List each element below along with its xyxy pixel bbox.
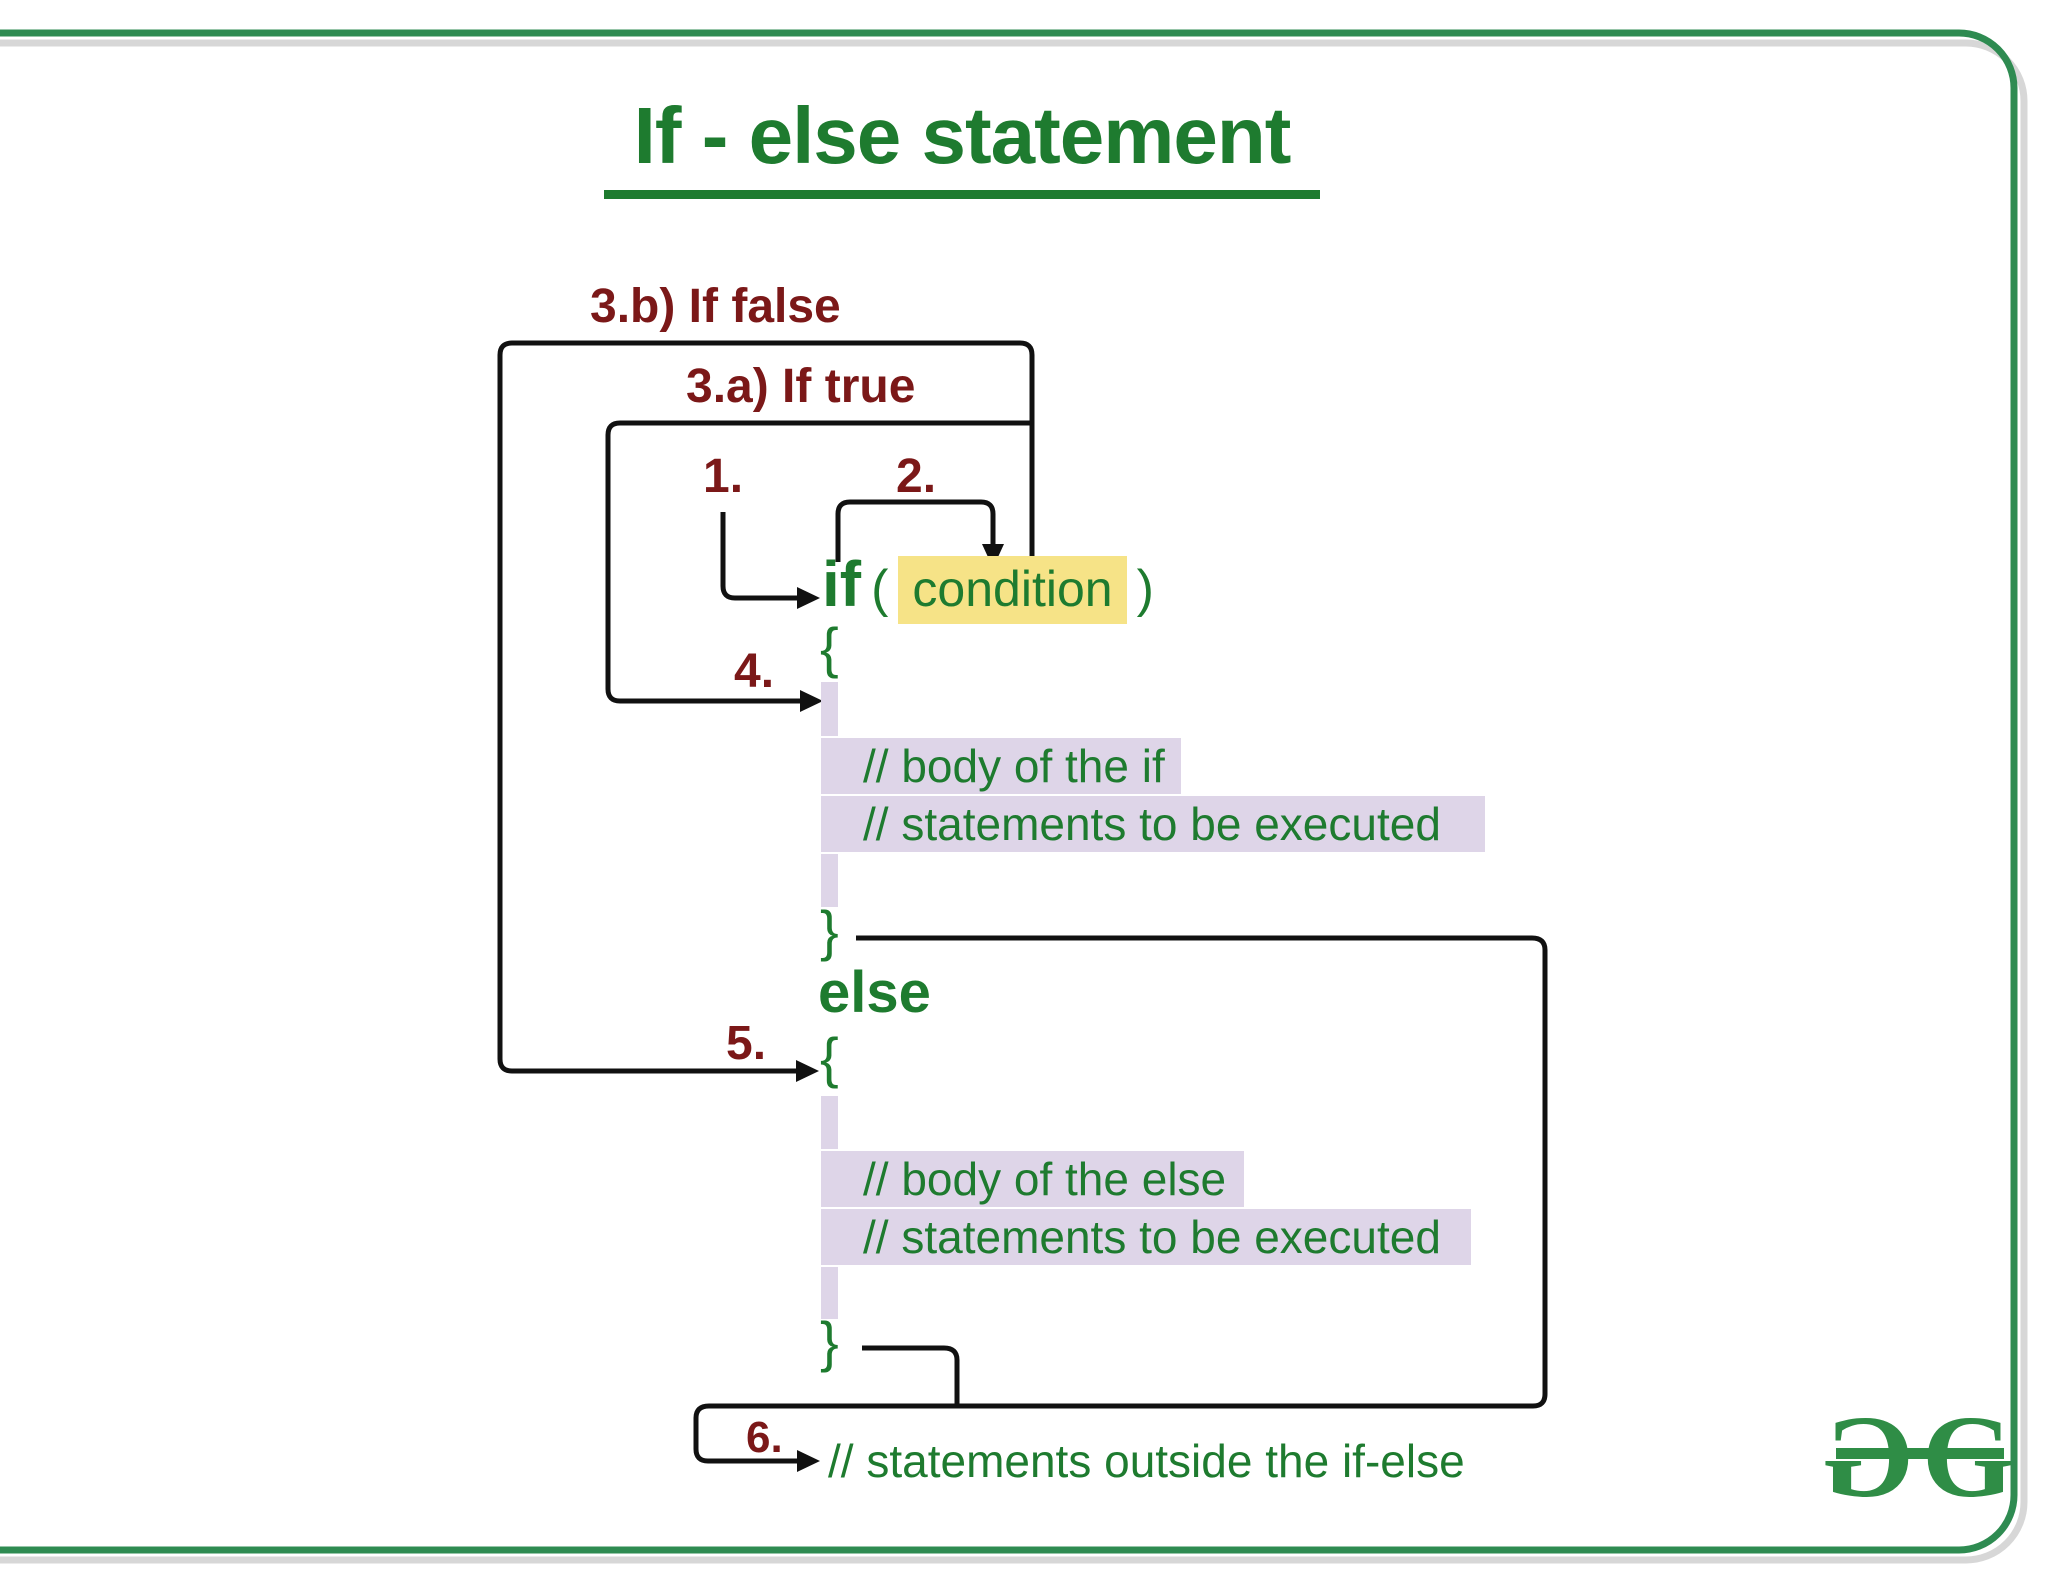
logo-bar [1836,1448,2004,1459]
arrowhead-step6 [797,1450,820,1472]
if-empty-line-highlight-2 [821,854,838,907]
else-keyword: else [818,960,931,1025]
else-close-brace: } [820,1310,839,1373]
if-body-comment: // body of the if [821,738,1181,794]
if-empty-line-highlight [821,682,838,736]
arrowhead-step5 [796,1060,819,1082]
connector-step2 [835,499,996,562]
if-open-brace: { [820,616,839,679]
if-close-brace: } [820,899,839,962]
condition-highlight: condition [898,556,1127,624]
else-empty-line-highlight-2 [821,1267,838,1319]
code-if-condition-line: if ( condition ) [822,552,1164,624]
paren-close: ) [1136,560,1154,618]
label-step-3b-if-false: 3.b) If false [590,280,841,333]
label-step-1: 1. [703,450,744,503]
outside-statements-comment: // statements outside the if-else [828,1435,1465,1487]
if-statements-comment: // statements to be executed [821,796,1485,852]
else-statements-comment: // statements to be executed [821,1209,1471,1265]
else-body-comment: // body of the else [821,1151,1244,1207]
page-title: If - else statement [604,90,1320,199]
connector-step1 [720,512,797,601]
connector-else-exit [862,1345,960,1406]
label-step-5: 5. [726,1017,767,1070]
else-empty-line-highlight [821,1096,838,1149]
label-step-3a-if-true: 3.a) If true [686,360,916,413]
frame-border [0,29,2018,1554]
paren-open: ( [871,560,889,618]
arrowhead-step4 [800,690,823,712]
label-step-2: 2. [896,450,937,503]
else-open-brace: { [820,1026,839,1089]
if-keyword: if [822,548,862,620]
label-step-4: 4. [734,645,775,698]
connector-if-exit [693,935,1548,1464]
label-step-6: 6. [746,1413,783,1462]
connector-step3a [605,420,1030,704]
geeksforgeeks-logo: G G [1822,1391,2014,1522]
arrowhead-step1 [797,587,820,609]
frame-shadow [0,39,2028,1564]
connector-step3b [497,340,1035,1074]
